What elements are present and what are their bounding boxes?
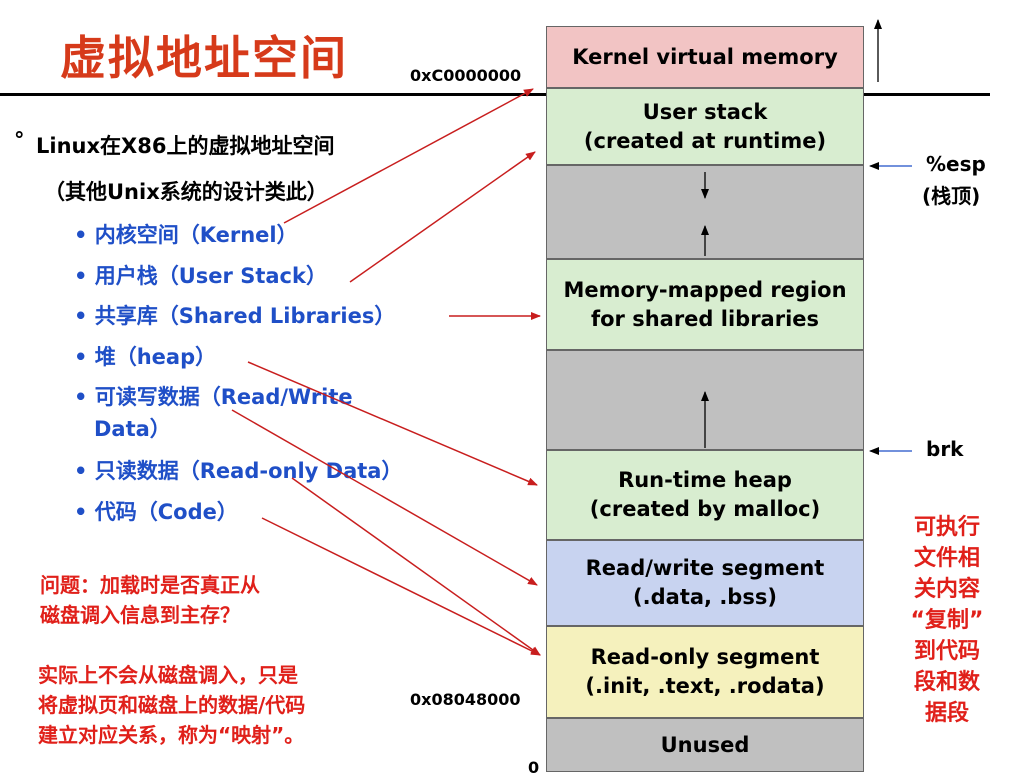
segment-kernel-label: Kernel virtual memory xyxy=(572,44,838,69)
segment-rw-label: Read/write segment xyxy=(585,556,825,580)
segment-mmap: Memory-mapped region for shared librarie… xyxy=(546,259,864,350)
segment-rw: Read/write segment (.data, .bss) xyxy=(546,540,864,626)
question-line-2: 磁盘调入信息到主存？ xyxy=(40,603,240,627)
title-divider xyxy=(0,93,990,96)
address-text-start: 0x08048000 xyxy=(410,690,521,709)
segment-mmap-label: Memory-mapped region xyxy=(563,277,847,302)
segment-ro: Read-only segment (.init, .text, .rodata… xyxy=(546,626,864,718)
item-code: • 代码（Code） xyxy=(74,500,238,524)
side-note-line: 关内容 xyxy=(913,577,980,602)
arrow-ro-data xyxy=(291,477,541,656)
side-note-line: 据段 xyxy=(924,701,969,726)
segment-unused-label: Unused xyxy=(660,732,750,757)
address-kernel-start: 0xC0000000 xyxy=(410,66,522,85)
segment-user-stack-sub: (created at runtime) xyxy=(583,128,827,153)
answer-line-3: 建立对应关系，称为“映射”。 xyxy=(38,723,305,747)
side-note: 可执行 文件相 关内容 “复制” 到代码 段和数 据段 xyxy=(882,512,1012,729)
side-note-line: 文件相 xyxy=(913,546,980,571)
segment-ro-label: Read-only segment xyxy=(590,645,820,669)
arrow-kernel xyxy=(283,88,534,224)
item-ro-data: • 只读数据（Read-only Data） xyxy=(74,459,403,483)
side-note-line: “复制” xyxy=(910,608,984,633)
arrow-code xyxy=(261,517,541,656)
segment-heap-label: Run-time heap xyxy=(618,468,792,492)
segment-heap-sub: (created by malloc) xyxy=(589,497,821,521)
esp-label: %esp xyxy=(926,152,986,176)
arrow-rw-data xyxy=(231,409,538,586)
esp-label-sub: (栈顶) xyxy=(922,184,981,208)
segment-user-stack-label: User stack xyxy=(642,99,768,124)
question-line-1: 问题：加载时是否真正从 xyxy=(40,573,260,597)
item-user-stack: • 用户栈（User Stack） xyxy=(74,264,327,288)
intro-line-1: Linux在X86上的虚拟地址空间 xyxy=(36,134,335,158)
segment-ro-sub: (.init, .text, .rodata) xyxy=(585,674,825,698)
arrow-user-stack xyxy=(349,151,536,283)
brk-label: brk xyxy=(926,437,964,461)
item-rw-data: • 可读写数据（Read/Write xyxy=(74,385,353,409)
intro-line-2: （其他Unix系统的设计类此） xyxy=(44,180,328,204)
segment-mmap-sub: for shared libraries xyxy=(590,306,820,331)
side-note-line: 可执行 xyxy=(913,515,980,540)
segment-unused: Unused xyxy=(546,718,864,772)
side-note-line: 到代码 xyxy=(913,639,980,664)
address-zero: 0 xyxy=(528,758,540,777)
item-rw-data-cont: Data） xyxy=(94,417,171,441)
segment-user-stack: User stack (created at runtime) xyxy=(546,88,864,165)
item-heap: • 堆（heap） xyxy=(74,345,217,369)
page-title: 虚拟地址空间 xyxy=(60,31,348,85)
segment-heap: Run-time heap (created by malloc) xyxy=(546,450,864,540)
item-kernel: • 内核空间（Kernel） xyxy=(74,223,298,247)
side-note-line: 段和数 xyxy=(913,670,980,695)
answer-line-2: 将虚拟页和磁盘上的数据/代码 xyxy=(38,693,306,717)
segment-rw-sub: (.data, .bss) xyxy=(633,585,777,609)
arrow-heap xyxy=(247,361,538,486)
intro-bullet: ° xyxy=(14,128,25,152)
item-shared-libraries: • 共享库（Shared Libraries） xyxy=(74,304,396,328)
answer-line-1: 实际上不会从磁盘调入，只是 xyxy=(38,663,298,687)
segment-kernel: Kernel virtual memory xyxy=(546,26,864,88)
